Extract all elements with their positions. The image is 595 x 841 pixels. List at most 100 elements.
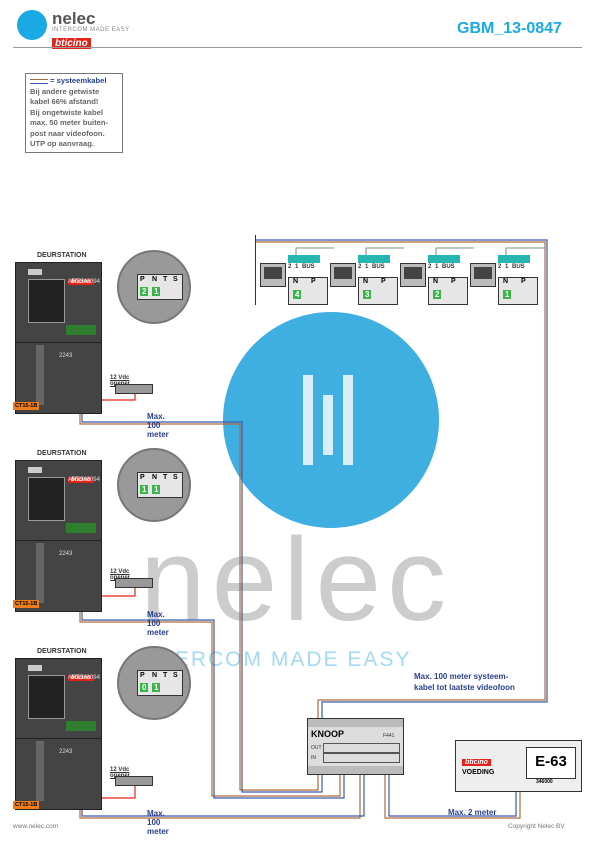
term-label: 2: [428, 264, 432, 270]
station-button-panel: 2243: [15, 540, 102, 612]
distance-label: Max. 100 meter: [147, 809, 169, 836]
monitor-number: 2: [433, 290, 442, 299]
station-title: DEURSTATION: [37, 450, 87, 457]
monitor-number: 3: [363, 290, 372, 299]
knoop-out: OUT: [311, 745, 322, 751]
pn-label: P: [140, 474, 145, 481]
knoop-out-slots: [323, 743, 400, 753]
term-label: 1: [295, 264, 299, 270]
station-model: 2243: [59, 551, 73, 557]
station-brand: bticino: [68, 477, 94, 483]
knoop-model: F441: [383, 733, 395, 739]
monitor-address-box: N P 3: [358, 277, 398, 305]
pn-label: T: [163, 672, 168, 679]
camera-icon: [28, 665, 42, 671]
term-label: 1: [365, 264, 369, 270]
np-label: P: [311, 278, 316, 285]
knoop-in-slots: [323, 753, 400, 763]
station-title: DEURSTATION: [37, 252, 87, 259]
knoop-title: KNOOP: [311, 729, 345, 739]
terminal-block: [66, 325, 96, 335]
door-station-3: DEURSTATION bticino ART343094 2243 CT15-…: [0, 646, 191, 836]
brand-name: nelec: [52, 9, 96, 28]
term-label: 2: [498, 264, 502, 270]
knoop-terminals-top: [308, 719, 403, 727]
np-label: N: [503, 278, 509, 285]
cover-label: CT15-1B: [13, 600, 40, 608]
opener-icon: [115, 776, 153, 786]
sub-brand: bticino: [52, 38, 91, 49]
monitor-number: 4: [293, 290, 302, 299]
note-line: kabel 66% afstand!: [30, 97, 99, 106]
term-label: 2: [358, 264, 362, 270]
station-brand: bticino: [68, 675, 94, 681]
psu-brand: bticino: [462, 759, 491, 766]
term-label: 1: [435, 264, 439, 270]
brand-tagline: INTERCOM MADE EASY: [52, 27, 130, 33]
address-box: P N T S 1 1: [137, 472, 183, 498]
np-label: P: [381, 278, 386, 285]
address-zoom: P N T S 0 1: [117, 646, 191, 720]
address-digit: 0: [140, 683, 149, 692]
monitor-cable-label-line: Max. 100 meter systeem-: [414, 672, 509, 681]
address-digit: 1: [152, 287, 161, 296]
monitor-4: 2 1 BUS N P 4: [260, 255, 328, 305]
call-button[interactable]: [36, 345, 44, 405]
knoop-module: KNOOP F441 OUT IN: [307, 718, 404, 775]
camera-icon: [28, 467, 42, 473]
term-label: 1: [505, 264, 509, 270]
note-legend: = systeemkabel: [30, 76, 118, 87]
cover-label: CT15-1B: [13, 402, 40, 410]
station-art: ART343094: [68, 675, 100, 681]
pn-label: N: [152, 276, 158, 283]
monitor-address-box: N P 2: [428, 277, 468, 305]
pn-label: P: [140, 672, 145, 679]
pn-label: T: [163, 474, 168, 481]
monitor-terminal: [358, 255, 390, 263]
knoop-terminals-bottom: [308, 766, 403, 774]
np-label: N: [363, 278, 369, 285]
station-art: ART343094: [68, 477, 100, 483]
monitor-terminal: [288, 255, 320, 263]
psu-code: E-63: [535, 753, 567, 770]
terminal-block: [66, 523, 96, 533]
camera-icon: [28, 269, 42, 275]
door-station-1: DEURSTATION bticino ART343094 2243 CT15-…: [0, 250, 191, 439]
footer-website[interactable]: www.nelec.com: [13, 823, 59, 830]
camera-module: [28, 477, 65, 521]
footer-copyright: Copyright Nelec BV: [508, 823, 565, 830]
brand-logo: [17, 10, 47, 40]
psu-art: 346000: [536, 779, 553, 785]
watermark-word: nelec: [140, 514, 453, 646]
note-line: max. 50 meter buiten-: [30, 118, 109, 127]
call-button[interactable]: [36, 543, 44, 603]
station-brand: bticino: [68, 279, 94, 285]
call-button[interactable]: [36, 741, 44, 801]
monitor-1: 2 1 BUS N P 1: [470, 255, 538, 305]
monitor-icon: [330, 263, 356, 287]
station-panel: bticino ART343094: [15, 658, 102, 740]
np-label: N: [433, 278, 439, 285]
address-digit: 1: [152, 485, 161, 494]
note-line: Bij andere getwiste: [30, 86, 100, 96]
camera-module: [28, 675, 65, 719]
psu-code-box: E-63: [526, 747, 576, 779]
term-label: BUS: [512, 264, 525, 270]
station-panel: bticino ART343094: [15, 460, 102, 542]
psu-cable-label: Max. 2 meter: [448, 808, 497, 817]
station-model: 2243: [59, 749, 73, 755]
monitor-terminal: [498, 255, 530, 263]
address-digit: 1: [140, 485, 149, 494]
monitor-icon: [470, 263, 496, 287]
monitor-3: 2 1 BUS N P 3: [330, 255, 398, 305]
knoop-in: IN: [311, 755, 316, 761]
address-box: P N T S 2 1: [137, 274, 183, 300]
monitor-address-box: N P 1: [498, 277, 538, 305]
terminal-block: [66, 721, 96, 731]
note-line: Bij ongetwiste kabel: [30, 107, 104, 117]
station-title: DEURSTATION: [37, 648, 87, 655]
monitor-terminal: [428, 255, 460, 263]
monitor-2: 2 1 BUS N P 2: [400, 255, 468, 305]
address-box: P N T S 0 1: [137, 670, 183, 696]
